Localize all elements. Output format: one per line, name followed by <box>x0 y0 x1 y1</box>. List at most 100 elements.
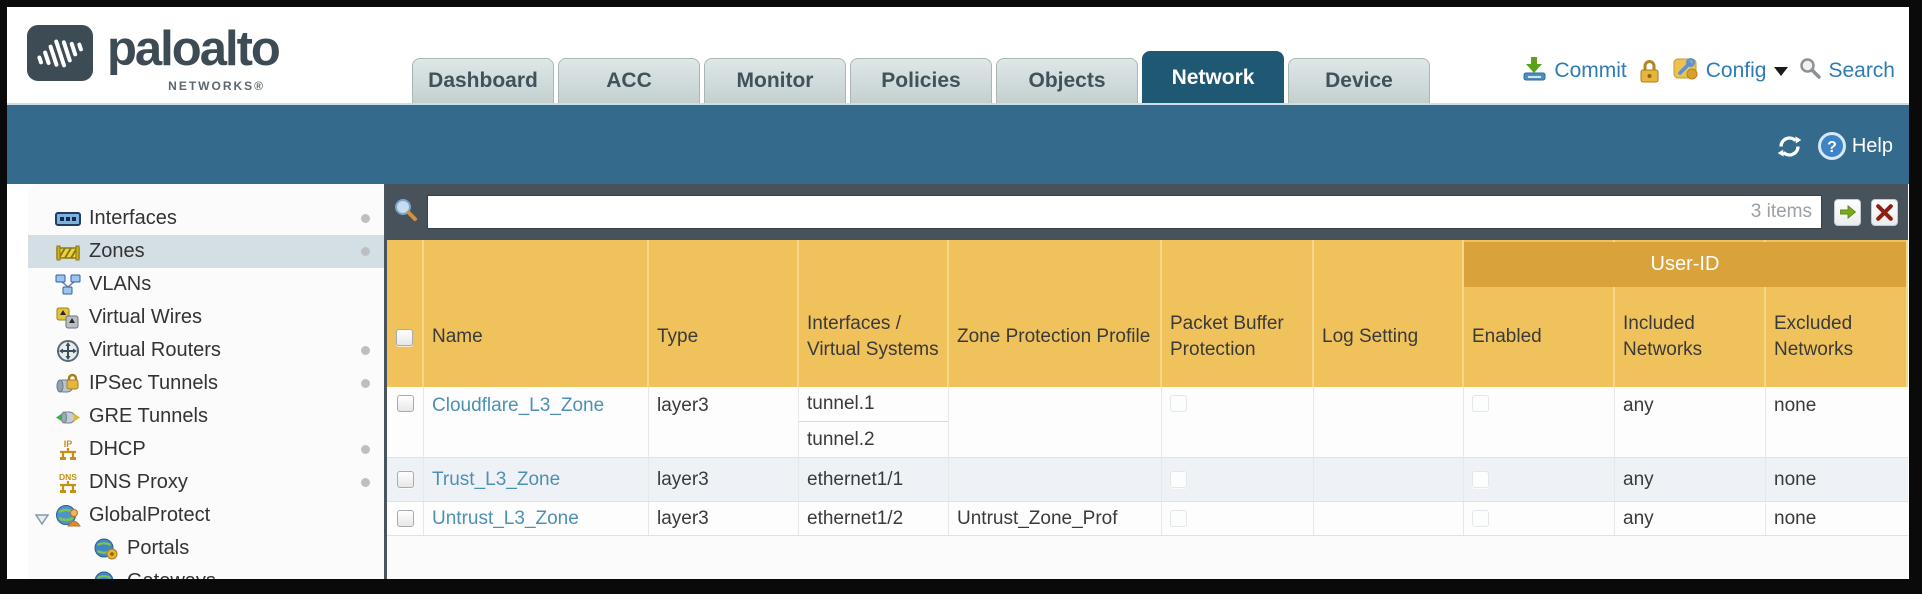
help-button[interactable]: ? Help <box>1817 131 1893 161</box>
cell-packet-buffer-protection <box>1162 502 1314 535</box>
interface-entry: tunnel.2 <box>799 422 948 457</box>
col-header-zone-protection-profile[interactable]: Zone Protection Profile <box>949 240 1162 387</box>
col-header-name[interactable]: Name <box>424 240 649 387</box>
cell-enabled <box>1464 458 1615 501</box>
col-header-included-networks[interactable]: Included Networks <box>1615 240 1766 387</box>
commit-button[interactable]: Commit <box>1521 55 1627 88</box>
packet-buffer-checkbox <box>1170 471 1187 488</box>
search-icon <box>1798 56 1822 86</box>
cell-interfaces: ethernet1/2 <box>799 502 949 535</box>
dns-proxy-icon: DNS <box>55 471 81 495</box>
sidebar-item-dhcp[interactable]: IP DHCP <box>28 433 384 466</box>
paloalto-logo: paloalto NETWORKS® <box>27 21 327 93</box>
cell-zone-protection-profile <box>949 458 1162 501</box>
commit-icon <box>1521 55 1548 88</box>
config-icon <box>1672 55 1700 87</box>
cell-enabled <box>1464 502 1615 535</box>
sidebar-item-portals[interactable]: Portals <box>28 532 384 565</box>
vlans-icon <box>55 273 81 297</box>
row-checkbox[interactable] <box>396 471 414 488</box>
tab-network[interactable]: Network <box>1142 51 1284 103</box>
clear-filter-button[interactable] <box>1871 198 1898 226</box>
sidebar-item-virtual-routers[interactable]: Virtual Routers <box>28 334 384 367</box>
user-id-group-header: User-ID <box>1464 242 1906 287</box>
item-dot <box>361 379 370 388</box>
help-label: Help <box>1851 134 1893 157</box>
cell-excluded-networks: none <box>1774 468 1817 490</box>
lock-button[interactable] <box>1637 58 1662 85</box>
cell-interfaces: tunnel.1 tunnel.2 <box>799 387 949 457</box>
sidebar-item-virtual-wires[interactable]: Virtual Wires <box>28 301 384 334</box>
refresh-button[interactable] <box>1776 133 1803 160</box>
portals-icon <box>93 537 119 561</box>
ipsec-tunnels-icon <box>55 372 81 396</box>
table-row: Untrust_L3_Zone layer3 ethernet1/2 Untru… <box>387 502 1908 536</box>
virtual-routers-icon <box>55 339 81 363</box>
sidebar-item-gre-tunnels[interactable]: GRE Tunnels <box>28 400 384 433</box>
cell-excluded-networks: none <box>1774 507 1817 529</box>
sidebar-item-globalprotect[interactable]: GlobalProtect <box>28 499 384 532</box>
sidebar-item-gateways[interactable]: Gateways <box>28 565 384 579</box>
header-actions: Commit Config <box>1521 51 1895 91</box>
logo-wordmark: paloalto <box>107 22 281 76</box>
tab-objects[interactable]: Objects <box>996 58 1138 103</box>
svg-text:IP: IP <box>64 439 73 449</box>
tab-monitor[interactable]: Monitor <box>704 58 846 103</box>
packet-buffer-checkbox <box>1170 395 1187 412</box>
sidebar-item-ipsec-tunnels[interactable]: IPSec Tunnels <box>28 367 384 400</box>
cell-packet-buffer-protection <box>1162 387 1314 457</box>
zone-name-link[interactable]: Untrust_L3_Zone <box>432 507 579 529</box>
col-header-log-setting[interactable]: Log Setting <box>1314 240 1464 387</box>
interface-entry: tunnel.1 <box>799 387 948 422</box>
chevron-down-icon <box>1774 66 1789 76</box>
tab-dashboard[interactable]: Dashboard <box>412 58 554 103</box>
global-search-button[interactable]: Search <box>1798 56 1895 86</box>
col-header-interfaces[interactable]: Interfaces / Virtual Systems <box>799 240 949 387</box>
zone-name-link[interactable]: Trust_L3_Zone <box>432 468 561 490</box>
cell-included-networks: any <box>1615 387 1766 457</box>
col-header-excluded-networks[interactable]: Excluded Networks <box>1766 240 1908 387</box>
virtual-wires-icon <box>55 306 81 330</box>
tab-policies[interactable]: Policies <box>850 58 992 103</box>
cell-zone-protection-profile: Untrust_Zone_Prof <box>949 502 1162 535</box>
teal-banner: ? Help <box>7 103 1909 184</box>
filter-input-wrap: 3 items <box>427 195 1822 229</box>
zones-icon <box>55 240 81 264</box>
cell-type: layer3 <box>649 502 799 535</box>
item-dot <box>361 214 370 223</box>
row-checkbox[interactable] <box>396 510 414 527</box>
enabled-checkbox <box>1472 471 1489 488</box>
header-select-all-cell <box>387 240 424 387</box>
enabled-checkbox <box>1472 395 1489 412</box>
filter-search-icon <box>393 197 419 228</box>
apply-filter-button[interactable] <box>1834 198 1861 226</box>
sidebar-item-interfaces[interactable]: Interfaces <box>28 202 384 235</box>
row-checkbox[interactable] <box>396 395 414 412</box>
col-header-enabled[interactable]: Enabled <box>1464 240 1615 387</box>
tab-acc[interactable]: ACC <box>558 58 700 103</box>
sidebar-item-dns-proxy[interactable]: DNS DNS Proxy <box>28 466 384 499</box>
svg-text:?: ? <box>1827 139 1837 156</box>
sidebar-item-vlans[interactable]: VLANs <box>28 268 384 301</box>
expander-icon[interactable] <box>34 509 50 532</box>
config-dropdown[interactable]: Config <box>1672 55 1789 87</box>
cell-log-setting <box>1314 502 1464 535</box>
main-nav-tabs: Dashboard ACC Monitor Policies Objects N… <box>412 51 1430 103</box>
sidebar-item-zones[interactable]: Zones <box>28 235 384 268</box>
gateways-icon <box>93 570 119 579</box>
cell-log-setting <box>1314 387 1464 457</box>
svg-text:DNS: DNS <box>59 472 77 482</box>
select-all-checkbox[interactable] <box>396 328 413 346</box>
interface-entry: ethernet1/1 <box>807 468 904 490</box>
zone-name-link[interactable]: Cloudflare_L3_Zone <box>432 395 605 416</box>
table-body: Cloudflare_L3_Zone layer3 tunnel.1 tunne… <box>387 387 1908 536</box>
col-header-type[interactable]: Type <box>649 240 799 387</box>
col-header-packet-buffer-protection[interactable]: Packet Buffer Protection <box>1162 240 1314 387</box>
filter-input[interactable] <box>427 195 1822 229</box>
interface-entry: ethernet1/2 <box>807 507 904 529</box>
cell-type: layer3 <box>649 387 799 457</box>
cell-type: layer3 <box>649 458 799 501</box>
cell-zone-protection-profile <box>949 387 1162 457</box>
table-header: Name Type Interfaces / Virtual Systems Z… <box>387 240 1908 387</box>
tab-device[interactable]: Device <box>1288 58 1430 103</box>
